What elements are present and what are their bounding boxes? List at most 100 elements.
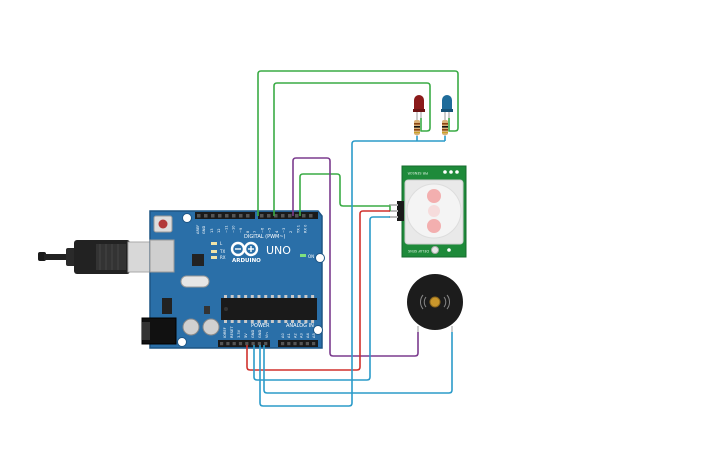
header-pin[interactable] (226, 342, 230, 346)
digital-pin-label: 7 (253, 231, 257, 233)
header-pin[interactable] (245, 342, 249, 346)
header-pin[interactable] (287, 342, 291, 346)
mounting-hole (315, 253, 325, 263)
pir-pin-minus (389, 216, 398, 218)
rx-label: RX (220, 255, 226, 260)
digital-pin-label: RX 0 (304, 224, 308, 233)
digital-pin-row (197, 214, 313, 218)
gnd-label-top: GND (202, 226, 206, 234)
header-pin[interactable] (309, 214, 313, 218)
pir-sensor: PIR SENSOR DELAY SENS (389, 165, 467, 258)
chip-pin (250, 320, 254, 323)
chip-pin (264, 320, 268, 323)
usb-plug-ridges (99, 244, 119, 270)
chip-pin (257, 295, 261, 298)
header-pin[interactable] (281, 214, 285, 218)
header-pin[interactable] (220, 342, 224, 346)
chip-pin (284, 295, 288, 298)
usb-plug-grip (96, 244, 126, 270)
chip-pin (297, 295, 301, 298)
header-pin[interactable] (197, 214, 201, 218)
led-blue-body (442, 95, 452, 110)
wire-green-red-led (273, 82, 431, 216)
header-pin[interactable] (293, 342, 297, 346)
chip-pin (277, 295, 281, 298)
pir-pin-header (397, 201, 404, 221)
digital-pin-label: ~11 (224, 225, 228, 233)
resistor-red-led (414, 114, 420, 140)
board-usb-port (149, 239, 175, 273)
digital-pin-label: ~10 (232, 225, 236, 233)
chip-pin (311, 320, 315, 323)
atmega-chip (221, 298, 317, 320)
chip-pin (311, 295, 315, 298)
sound-wave-icon (419, 294, 451, 310)
vin-label: Vin (265, 332, 269, 338)
led-blue-base (441, 109, 453, 112)
bottom-pin-row (220, 342, 316, 346)
header-pin[interactable] (295, 214, 299, 218)
led-red-body (414, 95, 424, 110)
pir-dome-lens (427, 189, 441, 203)
header-pin[interactable] (257, 342, 261, 346)
header-pin[interactable] (260, 214, 264, 218)
header-pin[interactable] (299, 342, 303, 346)
digital-pin-label: 12 (217, 228, 221, 233)
arduino-uno-board: L TX RX ARDUINO UNO ON DIGITAL (PWM~) 13… (141, 210, 325, 349)
header-pin[interactable] (305, 342, 309, 346)
aref-label: AREF (196, 225, 200, 234)
header-pin[interactable] (302, 214, 306, 218)
header-pin[interactable] (264, 342, 268, 346)
analog-pin-label: A4 (306, 333, 310, 338)
header-pin[interactable] (251, 342, 255, 346)
arduino-infinity-logo (230, 241, 259, 257)
power-header-label: POWER (251, 323, 270, 329)
dc-jack-inner (142, 322, 150, 340)
header-pin[interactable] (225, 214, 229, 218)
chip-pin (230, 295, 234, 298)
chip-pin (277, 320, 281, 323)
chip-pin (244, 295, 248, 298)
chip-pin (244, 320, 248, 323)
header-pin[interactable] (246, 214, 250, 218)
header-pin[interactable] (274, 214, 278, 218)
led-blue (441, 95, 453, 122)
digital-pin-label: ~9 (239, 227, 243, 233)
digital-header-label: DIGITAL (PWM~) (244, 234, 286, 240)
digital-pin-label: ~6 (260, 227, 264, 233)
header-pin[interactable] (281, 342, 285, 346)
chip-pin (291, 295, 294, 298)
l-label: L (220, 241, 223, 246)
header-pin[interactable] (239, 214, 243, 218)
chip-pin (237, 320, 241, 323)
v33-label: 3.3V (237, 329, 241, 338)
led-tx (211, 250, 217, 253)
header-pin[interactable] (232, 342, 236, 346)
digital-pin-label: ~3 (282, 228, 286, 233)
chip-pin (237, 295, 241, 298)
digital-pin-label: TX 1 (296, 225, 300, 234)
arduino-logo-text: ARDUINO (232, 258, 261, 264)
pir-trim-pot (447, 248, 451, 252)
header-pin[interactable] (312, 342, 316, 346)
pir-bottom-label: DELAY SENS (408, 249, 429, 253)
led-red (413, 95, 425, 122)
header-pin[interactable] (204, 214, 208, 218)
atmega-chip-pins (224, 295, 315, 323)
usb-cable-wire (44, 254, 68, 260)
header-pin[interactable] (211, 214, 215, 218)
pir-indicator (455, 170, 459, 174)
pir-dome-lens (427, 219, 441, 233)
header-pin[interactable] (288, 214, 292, 218)
header-pin[interactable] (218, 214, 222, 218)
resistor-blue-led (442, 114, 448, 140)
header-pin[interactable] (267, 214, 271, 218)
gnd-label-2: GND (258, 330, 262, 338)
chip-pin (270, 295, 274, 298)
digital-pin-label: 13 (210, 228, 214, 233)
header-pin[interactable] (232, 214, 236, 218)
header-pin[interactable] (238, 342, 243, 346)
